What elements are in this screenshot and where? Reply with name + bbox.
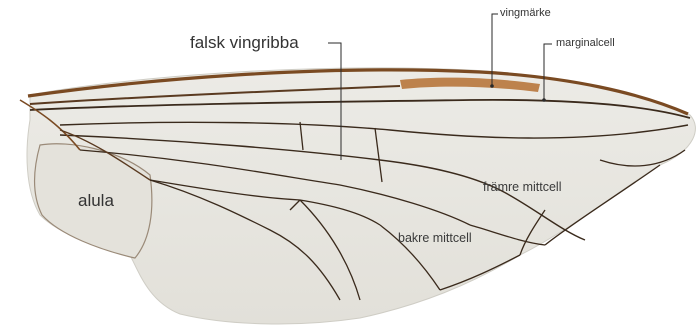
label-alula: alula bbox=[78, 192, 114, 209]
label-posterior-median-cell: bakre mittcell bbox=[398, 232, 472, 245]
leader-dot-marginal bbox=[542, 98, 546, 102]
label-anterior-median-cell: främre mittcell bbox=[483, 181, 561, 194]
label-false-vein: falsk vingribba bbox=[190, 34, 299, 51]
label-pterostigma: vingmärke bbox=[500, 8, 551, 19]
leader-dot-pterostigma bbox=[490, 84, 494, 88]
label-marginal-cell: marginalcell bbox=[556, 38, 615, 49]
